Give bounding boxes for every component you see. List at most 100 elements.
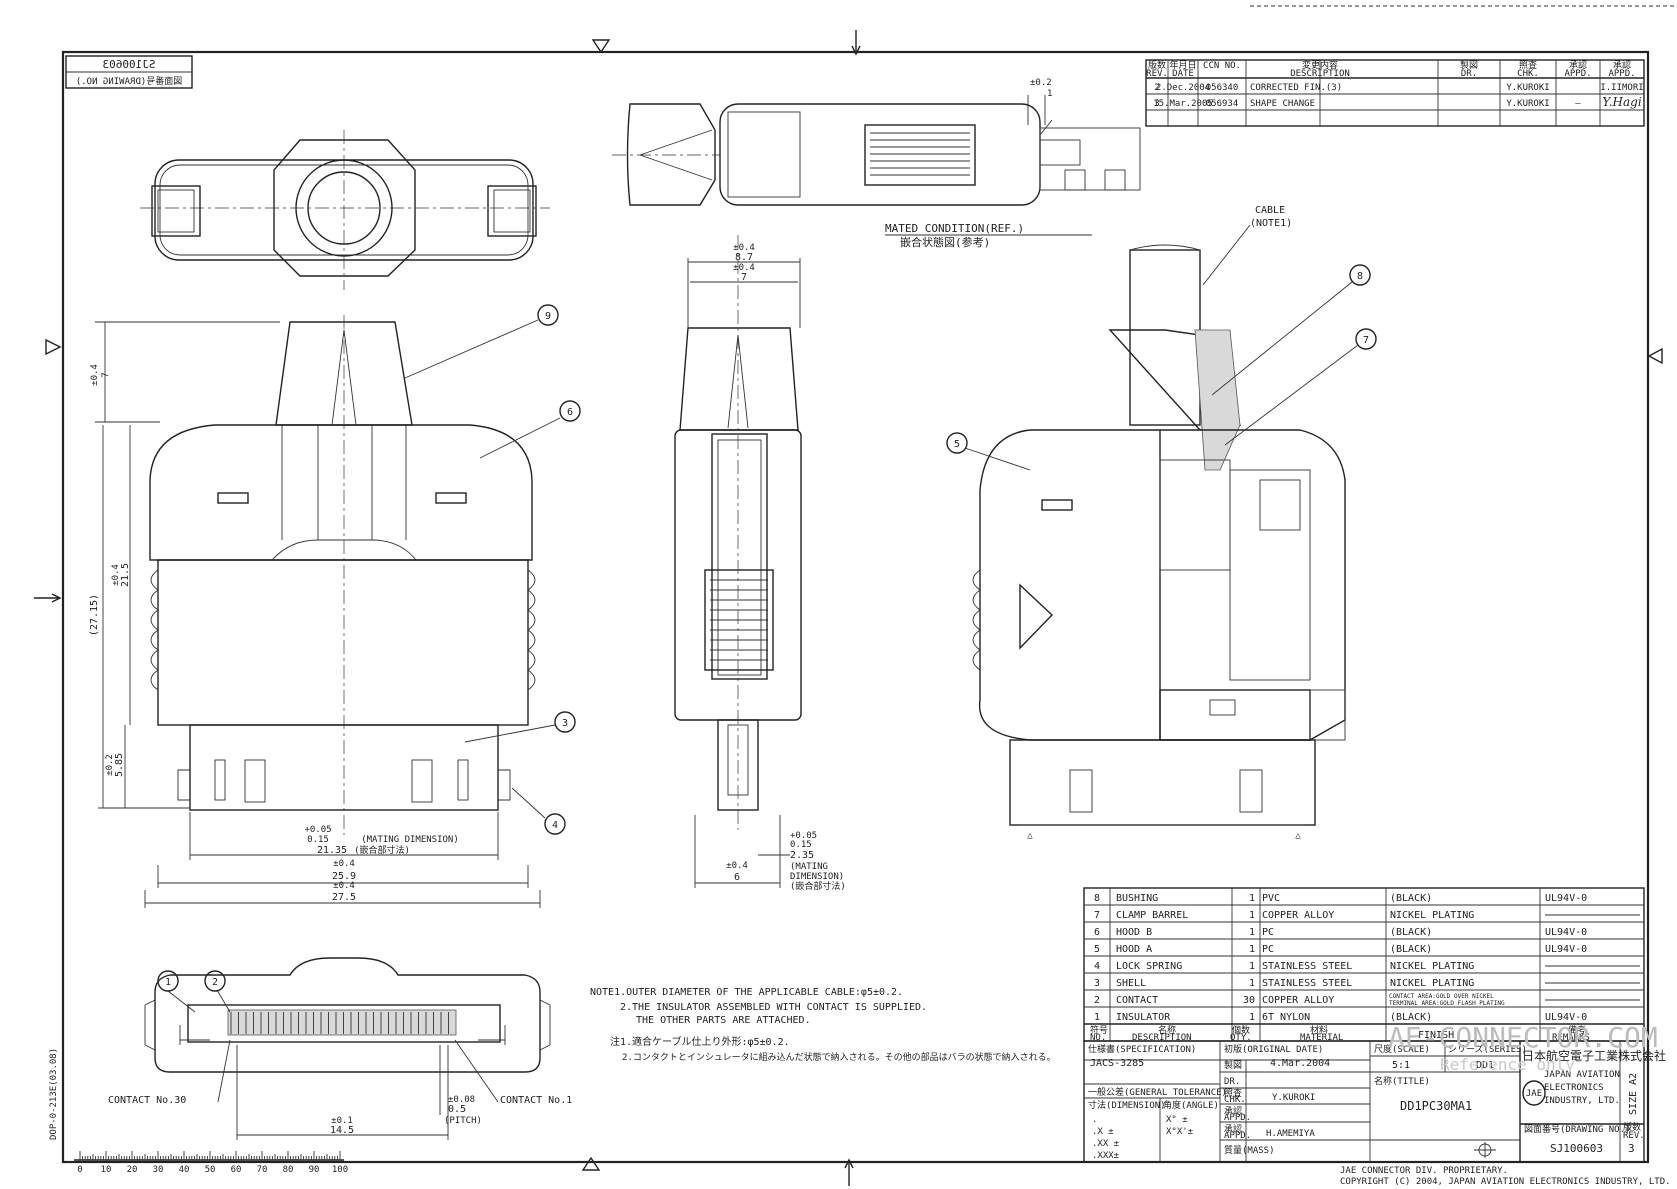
revision-header-cell: 年月日 [1169,59,1196,71]
svg-text:X° ±: X° ± [1166,1115,1188,1125]
parts-row-description: HOOD B [1116,927,1152,938]
parts-row-material: STAINLESS STEEL [1262,978,1352,989]
revision-cell: 056340 [1206,83,1239,93]
watermark-site: AE-CONNECTOR.COM [1388,1021,1658,1054]
parts-row-no: 7 [1094,910,1100,921]
svg-text:7: 7 [101,372,111,377]
svg-text:6: 6 [567,407,573,418]
svg-text:±0.4: ±0.4 [333,881,355,891]
parts-row-finish: (BLACK) [1390,927,1432,938]
callout-8 [1349,264,1371,286]
parts-row-qty: 1 [1249,910,1255,921]
svg-text:9: 9 [545,311,551,322]
parts-row-material: 6T NYLON [1262,1012,1310,1023]
ruler-label: 10 [101,1165,112,1175]
parts-row-qty: 1 [1249,978,1255,989]
revision-cell: SHAPE CHANGE [1250,99,1315,109]
svg-text:備考: 備考 [1568,1024,1586,1036]
parts-row-no: 4 [1094,961,1100,972]
svg-text:5.85: 5.85 [114,753,125,777]
footer-proprietary: JAE CONNECTOR DIV. PROPRIETARY. [1340,1166,1508,1176]
callout-9 [537,304,559,326]
revision-header-cell: REV. [1146,69,1168,79]
parts-row-no: 2 [1094,995,1100,1006]
svg-text:±0.4: ±0.4 [90,364,100,386]
svg-text:±0.4: ±0.4 [111,564,121,586]
parts-row-finish: CONTACT AREA:GOLD OVER NICKEL [1389,993,1494,1000]
parts-row-remarks: UL94V-0 [1545,927,1587,938]
revision-header-cell: CCN NO. [1203,61,1241,71]
spec-value: JACS-3285 [1090,1058,1144,1069]
svg-text:+0.05: +0.05 [790,831,817,841]
title-label: 名称(TITLE) [1374,1075,1430,1087]
parts-row-material: PC [1262,927,1274,938]
svg-text:製図: 製図 [1224,1059,1242,1071]
revision-header-cell: CHK. [1517,69,1539,79]
callout-5 [946,432,968,454]
parts-row-finish: (BLACK) [1390,944,1432,955]
ruler-label: 0 [77,1165,82,1175]
svg-text:.XXX±: .XXX± [1092,1151,1120,1161]
revision-cell: 2 [1154,83,1159,93]
parts-row-description: LOCK SPRING [1116,961,1182,972]
revision-cell: 15.Mar.2005 [1153,99,1213,109]
revision-header-cell: 製図 [1460,59,1478,71]
revision-header-cell: APPD. [1564,69,1591,79]
watermark-note: Reference only [1440,1055,1575,1074]
parts-row-finish: NICKEL PLATING [1390,961,1474,972]
parts-row-description: HOOD A [1116,944,1152,955]
svg-text:2: 2 [212,977,218,988]
company-name-jp: 日本航空電子工業株式会社 [1522,1048,1666,1063]
svg-text:7: 7 [1363,335,1369,346]
svg-text:8.7: 8.7 [735,252,753,263]
svg-text:3: 3 [562,718,568,729]
svg-text:±0.4: ±0.4 [733,263,755,273]
svg-text:+0.05: +0.05 [304,825,331,835]
svg-text:.X ±: .X ± [1092,1127,1114,1137]
cable-note: (NOTE1) [1250,218,1292,229]
series-label: シリーズ(SERIES) [1448,1043,1527,1055]
parts-row-finish: (BLACK) [1390,893,1432,904]
centering-mark-bottom [581,1156,601,1171]
svg-text:(27.15): (27.15) [89,594,100,636]
parts-header-finish: FINISH [1418,1030,1454,1041]
company-name-en-3: INDUSTRY, LTD. [1544,1096,1620,1106]
centering-mark-top [591,39,611,54]
svg-text:.XX ±: .XX ± [1092,1139,1120,1149]
bottom-view: 1 2 CONTACT No.30 CONTACT No.1 ±0.1 14.5… [108,957,572,1140]
svg-text:0.15: 0.15 [790,840,812,850]
svg-text:承認: 承認 [1224,1105,1242,1117]
mated-condition-view: ±0.2 1 MATED CONDITION(REF.) 嵌合状態図(参考) [612,78,1141,249]
svg-text:(嵌合部寸法): (嵌合部寸法) [790,880,846,892]
svg-text:NO.: NO. [1090,1033,1106,1043]
parts-header-no: 符号 [1090,1024,1108,1036]
title-block: 仕様書(SPECIFICATION) JACS-3285 初版(ORIGINAL… [1083,1021,1671,1187]
parts-row-description: SHELL [1116,978,1146,989]
ruler-label: 60 [231,1165,242,1175]
revision-cell: 2.Dec.2004 [1156,83,1210,93]
angle-label: 角度(ANGLE) [1163,1099,1219,1111]
parts-row-no: 6 [1094,927,1100,938]
parts-row-no: 3 [1094,978,1100,989]
svg-text:±0.4: ±0.4 [333,859,355,869]
contact-1-label: CONTACT No.1 [500,1095,572,1106]
revision-cell: 3 [1154,99,1159,109]
svg-text:21.5: 21.5 [120,563,131,587]
revision-header-cell: 照査 [1519,59,1537,71]
svg-text:0.15: 0.15 [307,835,329,845]
svg-text:5: 5 [954,439,960,450]
notes-block: NOTE1.OUTER DIAMETER OF THE APPLICABLE C… [590,987,1056,1063]
series-value: DD1 [1476,1060,1494,1071]
centering-mark-right [1647,347,1663,365]
svg-text:0.5: 0.5 [448,1104,466,1115]
revision-cell: Y.Hagi [1602,95,1641,109]
svg-text:△: △ [1295,831,1301,841]
chk-label: CHK. [1224,1095,1246,1105]
parts-row-finish: TERMINAL AREA:GOLD FLASH PLATING [1389,1000,1505,1007]
callout-1 [157,970,179,992]
checker-name: Y.KUROKI [1272,1093,1315,1103]
revision-header-cell: DATE [1172,69,1194,79]
revision-header-cell: DR. [1461,69,1477,79]
